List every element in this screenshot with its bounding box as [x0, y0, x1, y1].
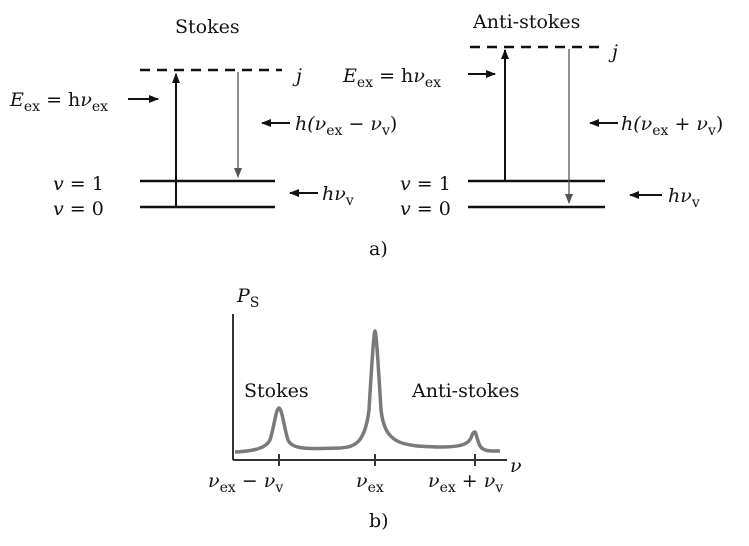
antistokes-virtual-state-label: j	[608, 41, 618, 63]
antistokes-diagram: Anti-stokes j v = 1 v = 0 Eex = hνex h(ν…	[342, 11, 723, 220]
spectrum-x-axis-label: ν	[510, 455, 522, 477]
panel-a-caption: a)	[369, 238, 388, 260]
tick-label-stokes: νex − νv	[208, 470, 283, 496]
stokes-level-1-label: v = 1	[53, 173, 104, 195]
stokes-peak-label: Stokes	[244, 380, 309, 402]
spectrum-y-axis-label: PS	[236, 285, 259, 311]
antistokes-level-0-label: v = 0	[400, 198, 451, 220]
spectrum-curve	[234, 329, 501, 454]
tick-label-excitation: νex	[356, 470, 384, 496]
antistokes-vib-label: hνv	[668, 185, 700, 211]
tick-label-antistokes: νex + νv	[428, 470, 503, 496]
stokes-vib-label: hνv	[322, 183, 354, 209]
stokes-excitation-label: Eex = hνex	[9, 89, 108, 115]
panel-b-caption: b)	[369, 510, 389, 532]
stokes-level-0-label: v = 0	[53, 198, 104, 220]
stokes-title: Stokes	[175, 16, 240, 38]
stokes-scattered-label: h(νex − νv)	[295, 113, 397, 139]
antistokes-title: Anti-stokes	[472, 11, 580, 33]
stokes-virtual-state-label: j	[292, 65, 302, 87]
antistokes-peak-label: Anti-stokes	[411, 380, 519, 402]
antistokes-excitation-label: Eex = hνex	[342, 65, 441, 91]
stokes-diagram: Stokes j v = 1 v = 0 Eex = hνex h(νex − …	[9, 16, 397, 220]
raman-spectrum: PS ν Stokes Anti-stokes νex − νv νex νex…	[208, 285, 522, 496]
antistokes-level-1-label: v = 1	[400, 173, 451, 195]
antistokes-scattered-label: h(νex + νv)	[621, 113, 723, 139]
